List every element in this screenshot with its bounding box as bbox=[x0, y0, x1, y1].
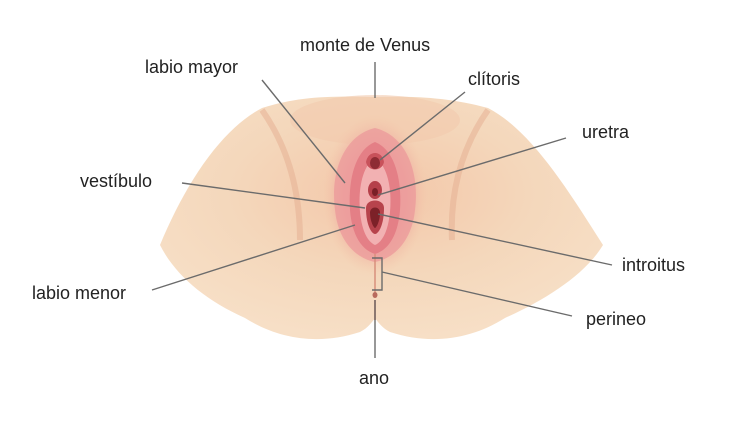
right-thigh-crease bbox=[448, 108, 491, 241]
leader-perineo-bracket bbox=[372, 257, 383, 291]
urethra-meatus bbox=[372, 188, 378, 196]
left-thigh-crease bbox=[259, 108, 303, 241]
leader-uretra bbox=[377, 137, 567, 196]
label-labio-menor: labio menor bbox=[32, 283, 127, 303]
label-vestibulo: vestíbulo bbox=[80, 171, 153, 191]
label-introitus: introitus bbox=[622, 255, 686, 275]
label-monte-de-venus: monte de Venus bbox=[300, 35, 431, 55]
leader-clitoris bbox=[379, 91, 466, 161]
leader-vestibulo bbox=[181, 182, 366, 209]
leader-labio-mayor bbox=[261, 79, 346, 184]
anus bbox=[372, 292, 378, 298]
label-labio-mayor: labio mayor bbox=[145, 57, 239, 77]
leader-perineo bbox=[381, 271, 573, 317]
label-clitoris: clítoris bbox=[468, 69, 521, 89]
label-uretra: uretra bbox=[582, 122, 630, 142]
leader-labio-menor bbox=[151, 224, 356, 291]
label-perineo: perineo bbox=[586, 309, 647, 329]
leader-introitus bbox=[377, 213, 613, 266]
leader-lines bbox=[151, 62, 613, 358]
label-ano: ano bbox=[359, 368, 390, 388]
clitoris-glans bbox=[370, 157, 380, 169]
introitus-opening bbox=[370, 207, 380, 228]
